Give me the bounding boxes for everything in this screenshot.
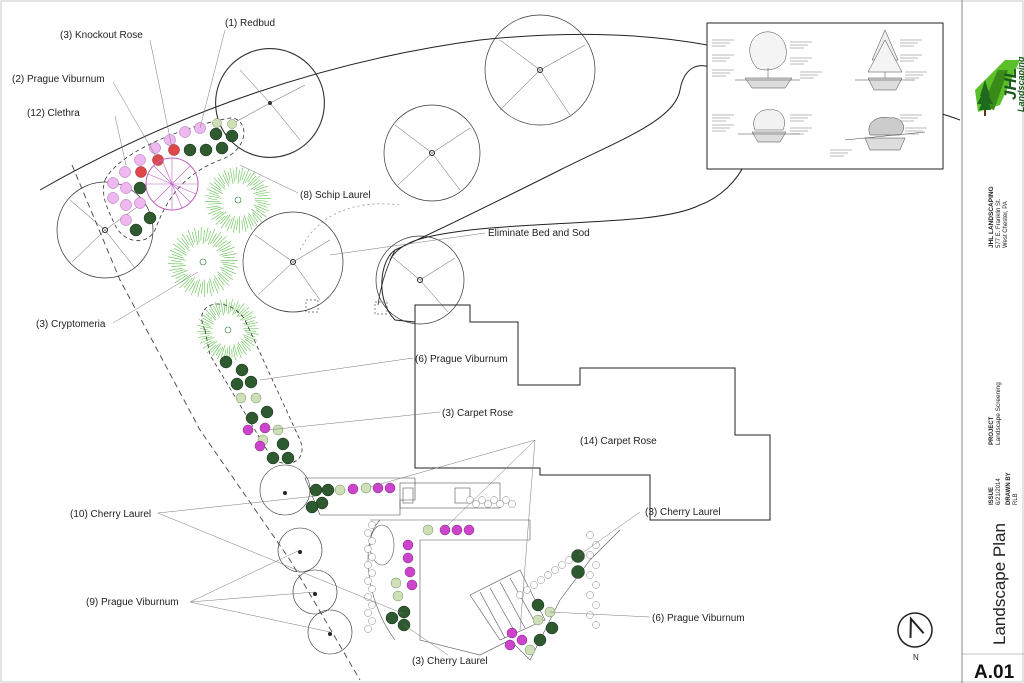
- property-line-west: [71, 164, 361, 681]
- title-block: JHL Landscaping JHL LANDSCAPING 577 E. F…: [962, 56, 1024, 683]
- callout-carpet-rose-14: (14) Carpet Rose: [580, 436, 657, 447]
- callout-cryptomeria: (3) Cryptomeria: [36, 319, 106, 330]
- logo-jhl: JHL: [1001, 68, 1020, 100]
- drawn-by-value: RLB: [1013, 493, 1019, 505]
- project-label: PROJECT: [989, 416, 995, 445]
- callout-eliminate-bed: Eliminate Bed and Sod: [488, 228, 590, 239]
- callout-cherry-laurel-3b: (3) Cherry Laurel: [412, 656, 488, 667]
- company-name: JHL LANDSCAPING: [988, 186, 995, 248]
- bed-patio-plants: [385, 524, 585, 656]
- sheet-title: Landscape Plan: [990, 523, 1009, 645]
- bed-west-plants: [219, 355, 295, 465]
- project-name: Landscape Screening: [995, 382, 1002, 445]
- corner-marker: [374, 301, 388, 315]
- callout-cherry-laurel-3a: (3) Cherry Laurel: [645, 507, 721, 518]
- bed-nw-plants: [107, 118, 239, 237]
- issue-date: 6/21/2014: [996, 478, 1002, 505]
- north-arrow: [897, 612, 933, 648]
- existing-trees: [56, 14, 596, 655]
- company-logo: JHL Landscaping: [975, 56, 1024, 116]
- sheet-number: A.01: [974, 662, 1015, 683]
- corner-marker: [305, 299, 319, 313]
- callout-redbud: (1) Redbud: [225, 18, 275, 29]
- drawn-by-label: DRAWN BY: [1006, 472, 1012, 505]
- callout-cherry-laurel-10: (10) Cherry Laurel: [70, 509, 151, 520]
- company-address-line-2: West Chester, PA: [1003, 201, 1009, 248]
- callout-prague-viburnum-9: (9) Prague Viburnum: [86, 597, 179, 608]
- logo-landscaping: Landscaping: [1016, 56, 1024, 112]
- callout-carpet-rose-3: (3) Carpet Rose: [442, 408, 514, 419]
- callout-knockout-rose: (3) Knockout Rose: [60, 30, 143, 41]
- tree-planting-detail-inset: [706, 22, 944, 170]
- callout-labels: (1) Redbud (3) Knockout Rose (2) Prague …: [12, 18, 745, 667]
- company-address-line-1: 577 E. Franklin St.: [996, 198, 1002, 248]
- callout-leaders: [112, 29, 651, 656]
- lawn-edge: [381, 65, 753, 323]
- callout-clethra: (12) Clethra: [27, 108, 80, 119]
- north-arrow-label: N: [913, 653, 919, 662]
- callout-prague-viburnum-6b: (6) Prague Viburnum: [652, 613, 745, 624]
- callout-schip-laurel: (8) Schip Laurel: [300, 190, 371, 201]
- cryptomeria-plants: [168, 167, 271, 361]
- lawn-edge-inner: [377, 249, 396, 306]
- patio-border-stones: [364, 496, 600, 633]
- eliminate-bed-outline: [299, 203, 401, 251]
- issue-label: ISSUE: [989, 487, 995, 505]
- callout-prague-viburnum-6a: (6) Prague Viburnum: [415, 354, 508, 365]
- bed-south-west-plants: [305, 482, 396, 514]
- callout-prague-viburnum-2: (2) Prague Viburnum: [12, 74, 105, 85]
- planting-bed-west: [201, 303, 303, 464]
- house-footprint: [414, 304, 771, 521]
- bed-south-west: [304, 477, 416, 516]
